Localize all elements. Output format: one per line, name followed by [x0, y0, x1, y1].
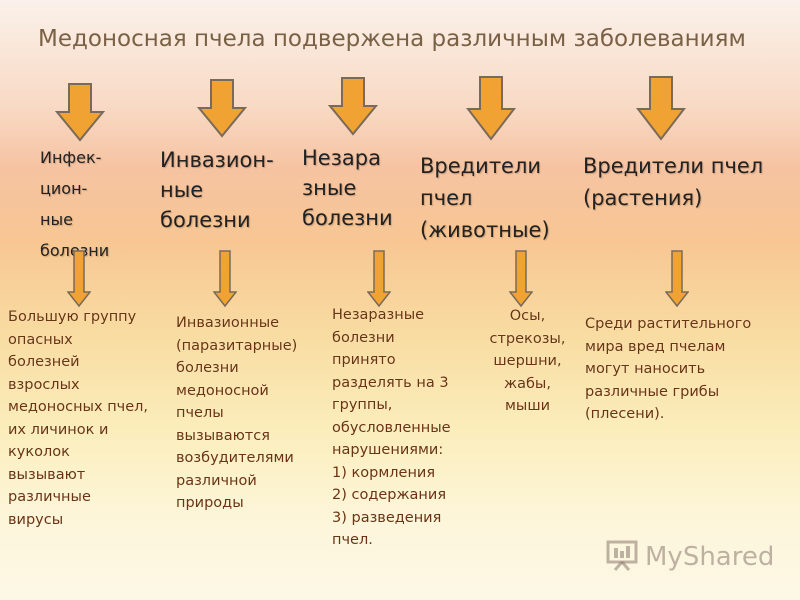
slide-title: Медоносная пчела подвержена различным за… — [38, 26, 746, 52]
small-arrow-down-icon — [665, 250, 689, 308]
category-heading-animal-pests: Вредители пчел (животные) — [420, 154, 550, 242]
watermark-logo: MyShared — [605, 535, 795, 579]
category-heading-noncontagious: Незара зные болезни — [302, 146, 393, 230]
big-arrow-down-icon — [55, 82, 105, 142]
small-arrow-down-icon — [509, 250, 533, 308]
big-arrow-down-icon — [197, 78, 247, 138]
watermark-text: MyShared — [645, 542, 775, 572]
big-arrow-down-icon — [466, 75, 516, 141]
small-arrow-down-icon — [67, 250, 91, 308]
description-animal-pests: Осы, стрекозы, шершни, жабы, мыши — [489, 308, 566, 414]
description-plant-pests: Среди растительного мира вред пчелам мог… — [585, 316, 752, 422]
category-heading-infectious: Инфек- цион- ные болезни — [40, 148, 109, 260]
description-noncontagious: Незаразные болезни принято разделять на … — [332, 307, 451, 548]
description-invasive: Инвазионные (паразитарные) болезни медон… — [176, 315, 298, 511]
presentation-board-icon — [605, 538, 639, 576]
description-infectious: Большую группу опасных болезней взрослых… — [8, 309, 149, 528]
category-heading-invasive: Инвазион- ные болезни — [160, 148, 274, 232]
big-arrow-down-icon — [328, 76, 378, 136]
big-arrow-down-icon — [636, 75, 686, 141]
small-arrow-down-icon — [367, 250, 391, 308]
category-heading-plant-pests: Вредители пчел (растения) — [583, 154, 764, 210]
small-arrow-down-icon — [213, 250, 237, 308]
